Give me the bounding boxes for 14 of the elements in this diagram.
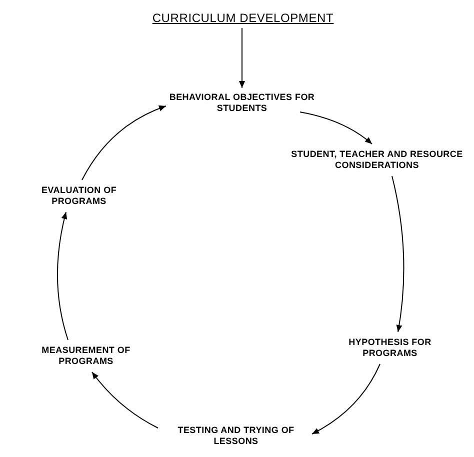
cycle-step-text: HYPOTHESIS FOR PROGRAMS [348,336,432,360]
arrow [57,212,68,340]
cycle-step-text: TESTING AND TRYING OF LESSONS [176,424,296,448]
arrow [92,372,158,428]
arrow [82,106,166,180]
arrow [239,28,245,88]
cycle-step-text: EVALUATION OF PROGRAMS [40,184,118,208]
arrow [312,364,380,434]
cycle-step-text: BEHAVIORAL OBJECTIVES FOR STUDENTS [168,92,316,114]
underlined-label: CURRICULUM DEVELOPMENT [152,10,334,26]
arrow [392,176,404,332]
arrow [300,112,372,144]
cycle-step-text: MEASUREMENT OF PROGRAMS [40,344,132,368]
cycle-step-text: STUDENT, TEACHER AND RESOURCE CONSIDERATIONS [290,148,464,172]
